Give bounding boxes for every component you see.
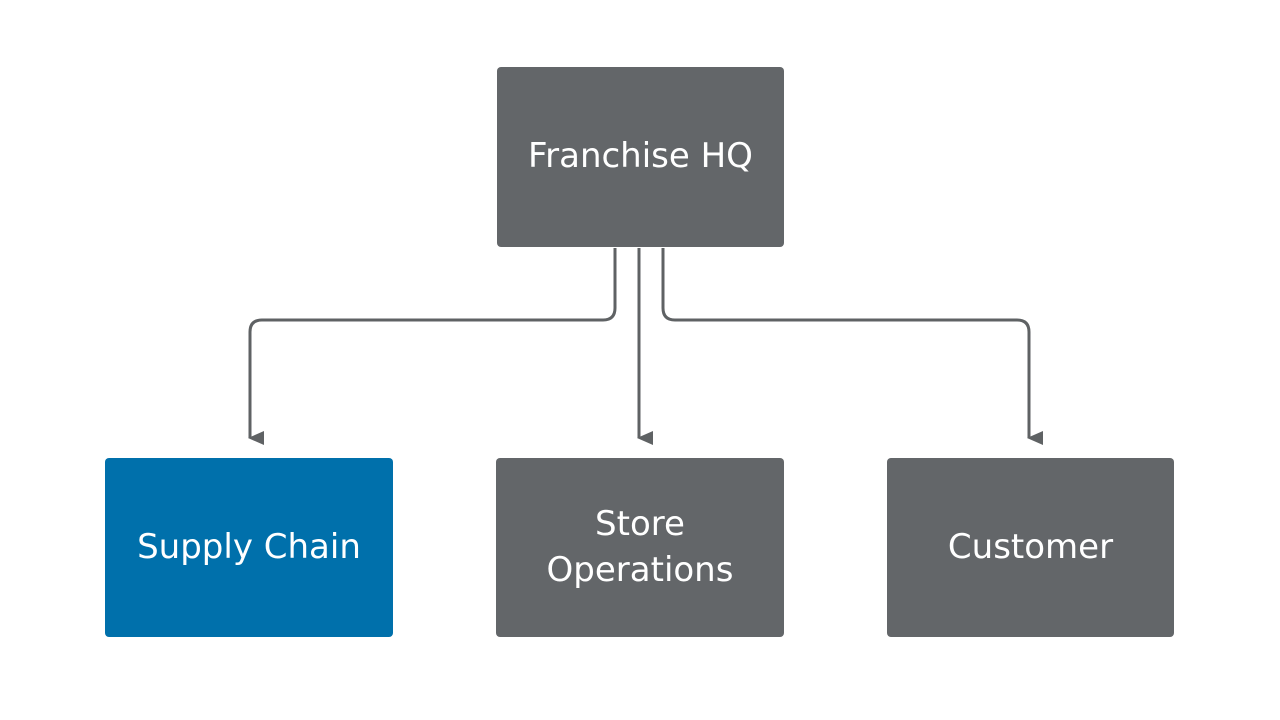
node-store-operations: Store Operations [496,458,784,637]
edge-hq-to-supply-chain [248,248,617,445]
node-label-supply-chain: Supply Chain [137,526,361,567]
node-franchise-hq: Franchise HQ [497,67,784,247]
node-label-store-operations: Store Operations [546,503,734,590]
node-label-customer: Customer [947,526,1114,567]
node-customer: Customer [887,458,1174,637]
node-label-franchise-hq: Franchise HQ [528,136,753,177]
node-supply-chain: Supply Chain [105,458,393,637]
edge-hq-to-customer [661,248,1043,445]
